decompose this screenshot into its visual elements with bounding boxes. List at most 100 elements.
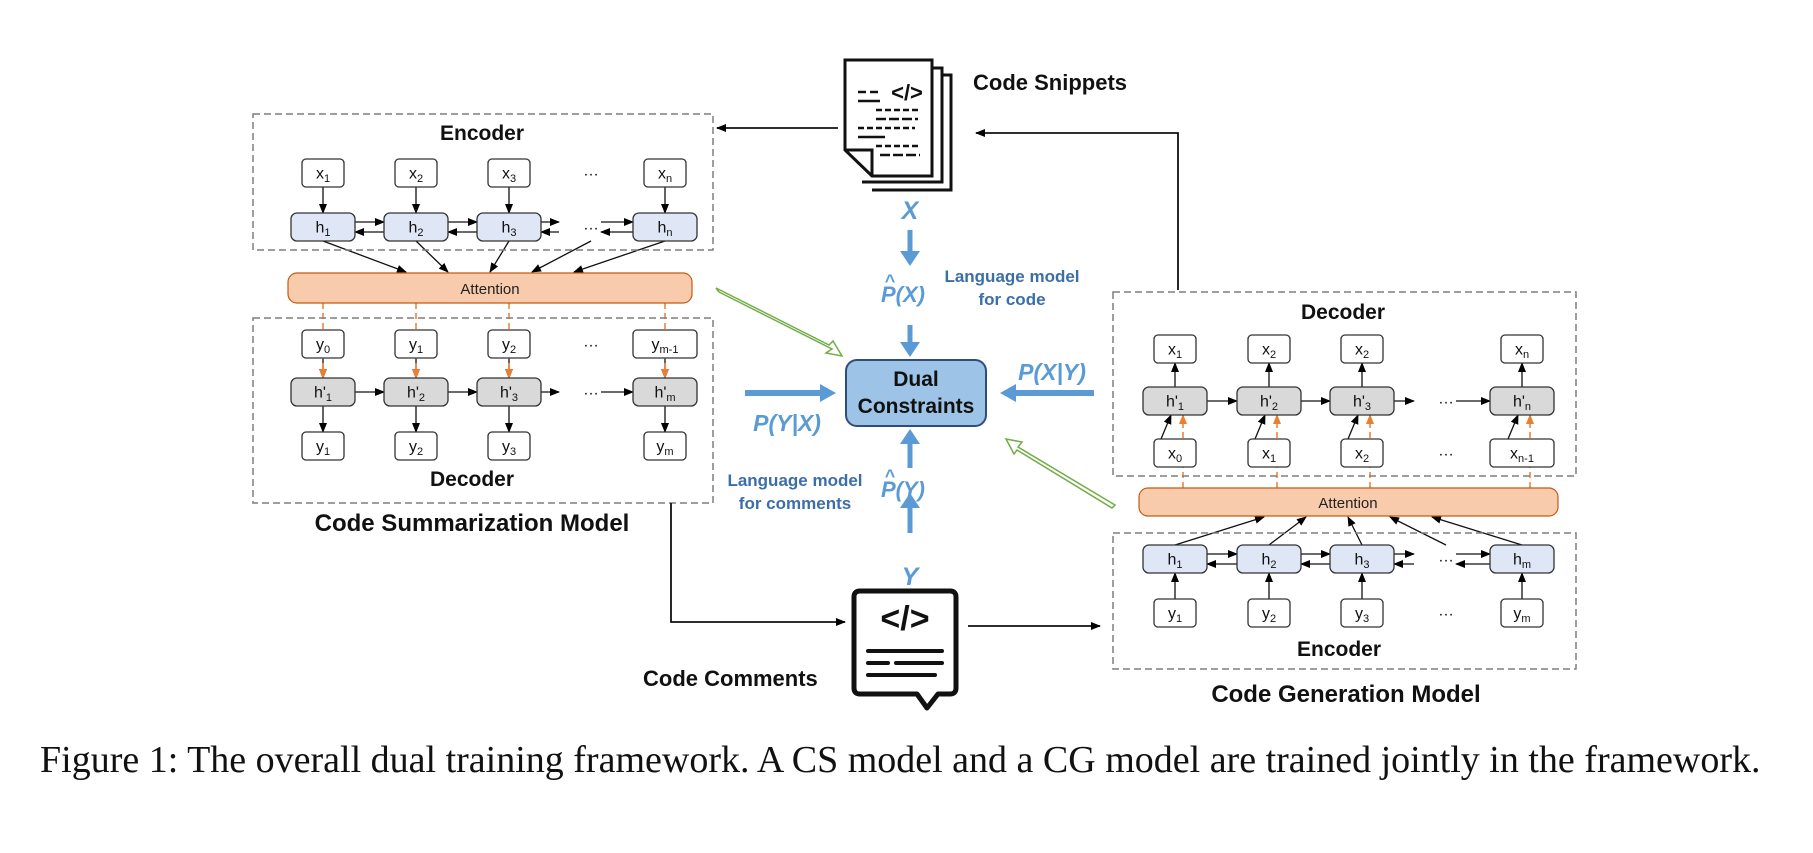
cg-dec-input — [1153, 438, 1197, 468]
cs-model-title: Code Summarization Model — [315, 510, 630, 537]
cs-enc-input — [643, 158, 687, 188]
cg-dec-in-arrow — [1347, 414, 1359, 440]
p-hat-x-label: P(X) — [881, 282, 925, 307]
cg-dec-hidden — [1489, 386, 1555, 416]
code-snippets-label: Code Snippets — [973, 70, 1127, 95]
cs-dec-output — [301, 431, 345, 461]
cs-dec-hidden — [290, 377, 356, 407]
data-flow-arrows — [670, 124, 1179, 630]
lm-comments-line1: Language model — [727, 471, 862, 490]
cg-dec-output — [1340, 334, 1384, 364]
cg-attn-arrow — [1431, 515, 1523, 546]
cs-enc-hidden — [290, 212, 356, 242]
cs-dec-input — [301, 329, 345, 359]
cs-enc-input-ellipsis: … — [583, 163, 599, 180]
cg-dec-input — [1340, 438, 1384, 468]
lm-comments-line2: for comments — [739, 494, 851, 513]
cg-attn-arrow — [1174, 515, 1265, 546]
cs-attn-arrow — [322, 240, 407, 273]
cg-dec-hidden-ellipsis: … — [1438, 391, 1454, 408]
cs-enc-hidden — [476, 212, 542, 242]
cg-decoder-label: Decoder — [1301, 301, 1385, 324]
cs-encoder-label: Encoder — [440, 122, 524, 145]
cs-enc-hidden — [383, 212, 449, 242]
cs-dec-output — [487, 431, 531, 461]
lm-code-line1: Language model — [944, 267, 1079, 286]
snippets-icon-tag: </> — [891, 80, 923, 105]
p-y-given-x-label: P(Y|X) — [753, 410, 821, 436]
cg-enc-input-ellipsis: … — [1438, 603, 1454, 620]
cs-attn-arrow — [415, 240, 449, 273]
dual-constraints-box — [845, 359, 987, 427]
cs-enc-input — [487, 158, 531, 188]
cg-dec-hidden — [1236, 386, 1302, 416]
cs-dec-input — [487, 329, 531, 359]
cg-attention-bar — [1138, 487, 1559, 517]
cg-enc-hidden — [1329, 544, 1395, 574]
cg-dec-output — [1500, 334, 1544, 364]
cs-dec-output — [643, 431, 687, 461]
cs-dec-input — [394, 329, 438, 359]
cs-attention-bar — [287, 272, 693, 304]
dual-training-diagram: Encoder Decoder Code Summarization Model… — [252, 58, 1577, 711]
cg-encoder-label: Encoder — [1297, 638, 1381, 661]
cs-decoder-panel — [252, 317, 714, 504]
cs-dec-input — [632, 329, 698, 359]
code-document-icon — [843, 58, 953, 192]
cs-attn-arrow — [573, 240, 666, 273]
p-hat-y-hat: ^ — [885, 466, 896, 486]
code-comments-label: Code Comments — [643, 666, 818, 691]
cg-attn-arrow — [1347, 516, 1363, 546]
code-comment-bubble-icon — [851, 588, 959, 711]
cg-enc-input — [1500, 598, 1544, 628]
cs-enc-hidden-ellipsis: … — [583, 217, 599, 234]
cs-dec-hidden — [383, 377, 449, 407]
cg-enc-hidden — [1489, 544, 1555, 574]
p-hat-y-label: P(Y) — [881, 477, 925, 502]
cs-feedback-arrow — [715, 287, 844, 358]
cg-dec-output — [1247, 334, 1291, 364]
comments-icon-tag: </> — [880, 600, 929, 638]
cg-enc-input — [1247, 598, 1291, 628]
cs-dec-input-ellipsis: … — [583, 334, 599, 351]
cs-dec-input-label: ym-1 — [652, 337, 679, 357]
cg-encoder-panel — [1112, 532, 1577, 670]
cs-dec-output — [394, 431, 438, 461]
blue-arrows — [745, 230, 1094, 533]
feedback-arrows — [715, 287, 1117, 509]
cg-enc-hidden-ellipsis: … — [1438, 549, 1454, 566]
y-label: Y — [902, 563, 921, 591]
cs-attention-label: Attention — [460, 281, 519, 298]
cg-enc-input — [1153, 598, 1197, 628]
dual-label-line1: Dual — [893, 368, 939, 391]
dual-label-line2: Constraints — [858, 395, 975, 418]
cs-decoder-label: Decoder — [430, 468, 514, 491]
cg-attention-label: Attention — [1318, 495, 1377, 512]
node-layer: x1h1y0h'1x2h2y1h'2x3h3y2h'3…………xnhnym-1h… — [290, 158, 1555, 628]
cs-enc-input — [394, 158, 438, 188]
cs-attn-arrow — [489, 240, 510, 273]
cg-dec-input-ellipsis: … — [1438, 443, 1454, 460]
cg-attn-arrow — [1389, 516, 1447, 546]
cg-model-title: Code Generation Model — [1211, 681, 1480, 708]
p-hat-x-hat: ^ — [885, 271, 896, 291]
cs-enc-hidden — [632, 212, 698, 242]
cg-dec-in-arrow — [1254, 414, 1266, 440]
cs-dec-hidden — [632, 377, 698, 407]
cg-dec-hidden — [1142, 386, 1208, 416]
cs-enc-input — [301, 158, 345, 188]
cg-dec-input — [1247, 438, 1291, 468]
edge-layer — [319, 187, 1534, 599]
cg-enc-hidden — [1142, 544, 1208, 574]
figure-caption: Figure 1: The overall dual training fram… — [40, 739, 1761, 781]
cg-dec-in-arrow — [1507, 414, 1519, 440]
cg-enc-input — [1340, 598, 1384, 628]
x-label: X — [900, 197, 920, 225]
cs-dec-hidden-ellipsis: … — [583, 382, 599, 399]
cg-decoder-panel — [1112, 291, 1577, 477]
cs-encoder-panel — [252, 113, 714, 251]
cg-dec-in-arrow — [1160, 414, 1172, 440]
cs-attn-arrow — [531, 240, 592, 273]
p-x-given-y-label: P(X|Y) — [1018, 359, 1086, 385]
cg-attn-arrow — [1268, 516, 1307, 546]
